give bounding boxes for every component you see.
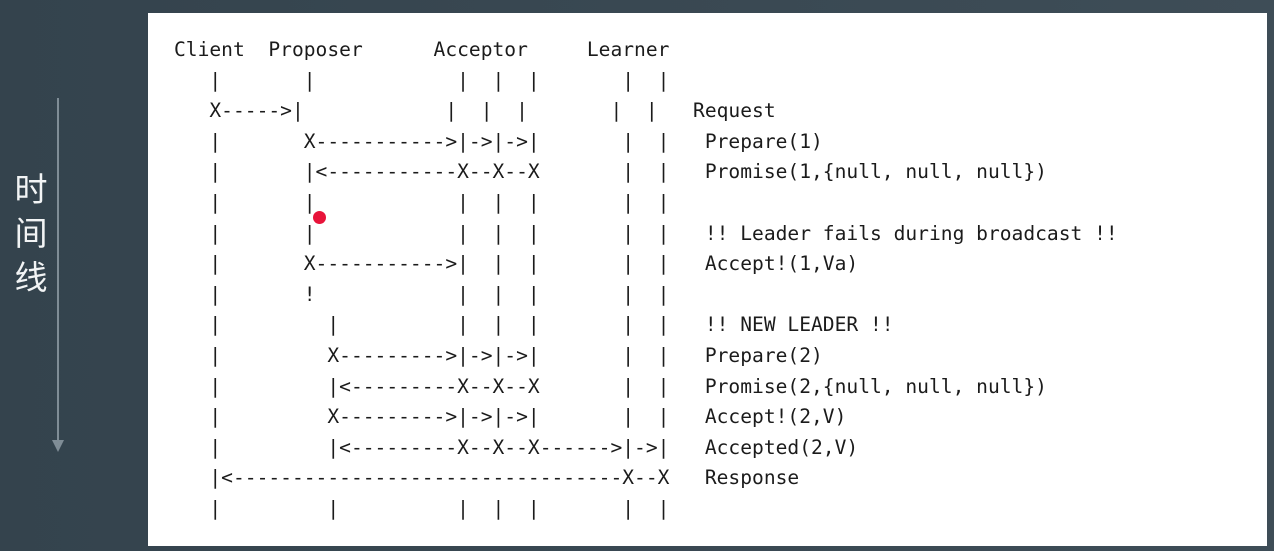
diagram-row: | |<---------X--X--X------>|->| Accepted… <box>174 435 859 459</box>
diagram-row: | |<---------X--X--X | | Promise(2,{null… <box>174 374 1047 398</box>
timeline-arrowhead-icon <box>52 440 64 452</box>
diagram-row: | | | | | | | <box>174 68 670 92</box>
diagram-row: | | | | | | | <box>174 496 670 520</box>
pointer-dot-icon <box>313 211 326 224</box>
diagram-row: | | | | | | | !! Leader fails during bro… <box>174 221 1118 245</box>
diagram-panel: Client Proposer Acceptor Learner | | | |… <box>148 13 1267 546</box>
diagram-row: | | | | | | | !! NEW LEADER !! <box>174 313 894 337</box>
timeline-arrow-line <box>57 98 59 443</box>
diagram-row: | | | | | | | <box>174 190 670 214</box>
diagram-row: |<---------------------------------X--X … <box>174 466 800 490</box>
diagram-row: | X--------->|->|->| | | Accept!(2,V) <box>174 405 847 429</box>
diagram-row: | ! | | | | | <box>174 282 670 306</box>
timeline-label: 时 间 线 <box>14 170 48 297</box>
diagram-header-row: Client Proposer Acceptor Learner <box>174 38 670 61</box>
diagram-row: | X----------->| | | | | Accept!(1,Va) <box>174 252 859 276</box>
diagram-row: | |<-----------X--X--X | | Promise(1,{nu… <box>174 160 1047 184</box>
paxos-sequence-diagram: Client Proposer Acceptor Learner | | | |… <box>174 35 1118 525</box>
diagram-row: | X--------->|->|->| | | Prepare(2) <box>174 343 823 367</box>
timeline-sidebar: 时 间 线 <box>0 0 148 551</box>
diagram-row: | X----------->|->|->| | | Prepare(1) <box>174 129 823 153</box>
diagram-row: X----->| | | | | | Request <box>174 99 776 123</box>
